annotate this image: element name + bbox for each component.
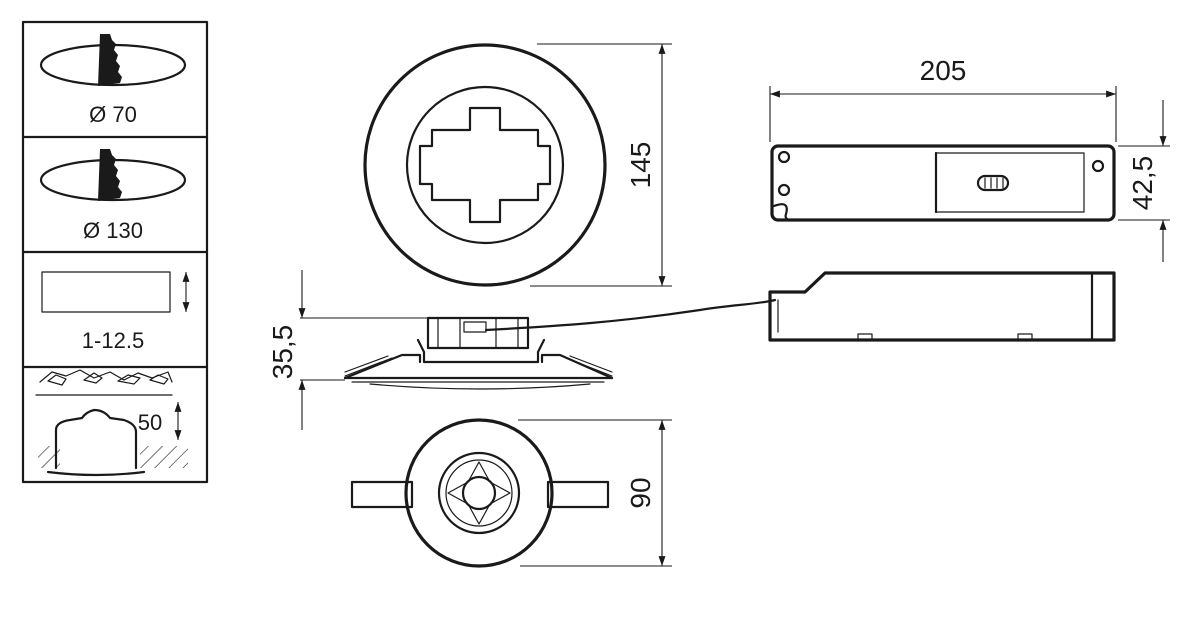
bottom-view	[350, 418, 672, 568]
driver-top-view	[769, 86, 1170, 262]
side-view	[298, 270, 777, 430]
legend-label-70: Ø 70	[89, 102, 137, 127]
dim-side-height: 35,5	[267, 325, 298, 380]
dim-front-diameter: 145	[625, 142, 656, 189]
ceiling-thickness-icon	[41, 271, 190, 313]
cutout-70-icon	[39, 34, 187, 87]
legend-label-thickness: 1-12.5	[82, 328, 144, 353]
driver-side-view	[768, 271, 1116, 342]
dim-driver-height: 42,5	[1127, 156, 1158, 211]
dim-bottom-diameter: 90	[625, 477, 656, 508]
installation-depth-icon	[35, 369, 188, 477]
legend-label-130: Ø 130	[83, 218, 143, 243]
legend-panel: Ø 70 Ø 130 1-12.5 50	[21, 20, 209, 484]
front-view	[363, 43, 672, 287]
cutout-130-icon	[39, 149, 187, 202]
legend-label-depth: 50	[138, 410, 162, 435]
dim-driver-length: 205	[920, 55, 967, 86]
